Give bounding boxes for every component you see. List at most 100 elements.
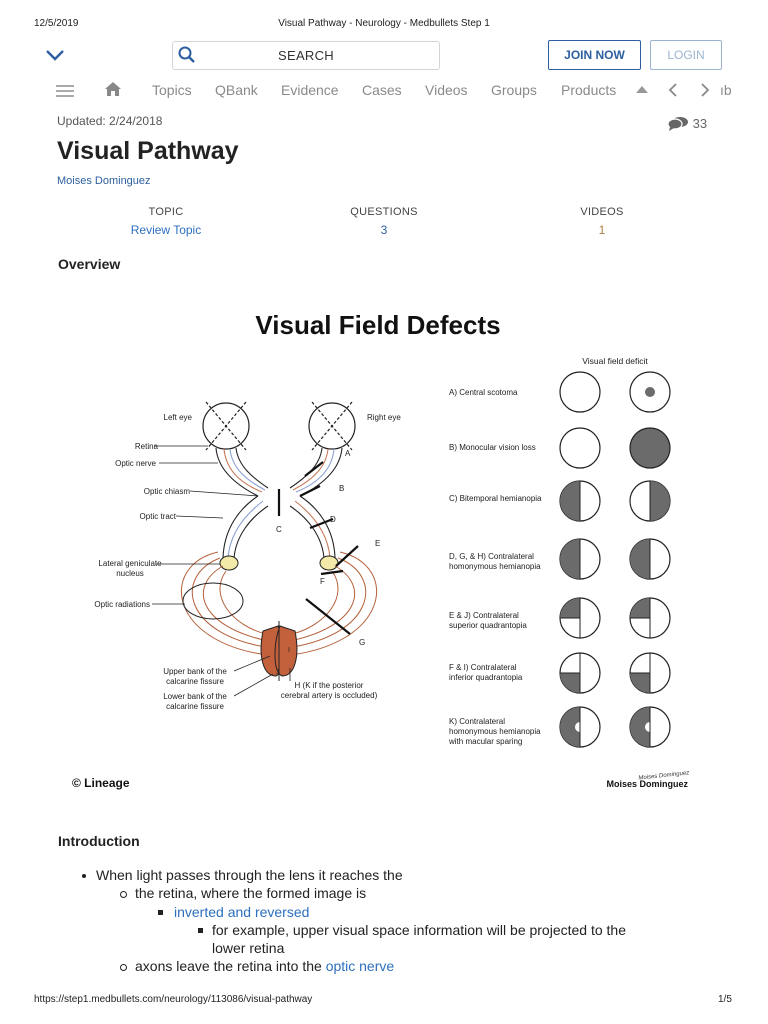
lesion-j: J [276,669,280,676]
label-upper-bank-2: calcarine fissure [166,677,224,686]
login-button[interactable]: LOGIN [650,40,722,70]
label-upper-bank-1: Upper bank of the [163,667,227,676]
right-lgn [319,555,339,571]
comment-count-value: 33 [692,116,708,131]
author-link[interactable]: Moises Dominguez [57,175,151,187]
label-optic-chiasm: Optic chiasm [144,487,191,496]
home-icon[interactable] [104,81,122,97]
lesion-e: E [375,539,380,548]
defect-row-f: F & I) Contralateral inferior quadrantop… [449,652,671,694]
comments-icon [667,117,688,131]
search-icon [178,46,195,63]
nav-item-videos[interactable]: Videos [425,82,468,98]
svg-text:C) Bitemporal hemianopia: C) Bitemporal hemianopia [449,494,542,503]
lesion-g: G [359,638,365,647]
hamburger-menu-icon[interactable] [56,84,74,98]
nav-item-products[interactable]: Products [561,82,617,98]
bullet-square [198,928,203,933]
bullet-1-2: axons leave the retina into the optic ne… [135,958,394,974]
label-lower-bank-1: Lower bank of the [163,692,227,701]
link-optic-nerve[interactable]: optic nerve [325,958,395,974]
introduction-heading: Introduction [58,833,140,849]
stat-videos-value[interactable]: 1 [598,223,606,237]
right-eye [308,401,356,451]
stat-topic-heading: TOPIC [148,206,184,218]
join-now-button[interactable]: JOIN NOW [548,40,641,70]
svg-text:K) Contralateral: K) Contralateral [449,717,505,726]
stat-questions-heading: QUESTIONS [350,206,418,218]
label-retina: Retina [135,442,159,451]
author-signature: Moises Dominguez [638,770,689,781]
bullet-circle [120,964,127,971]
bullet-1: When light passes through the lens it re… [96,867,403,883]
nav-item-groups[interactable]: Groups [491,82,537,98]
bullet-1-2-text: axons leave the retina into the [135,958,326,974]
lesion-a: A [345,449,351,458]
right-occipital [274,625,298,677]
optic-radiations [181,551,377,657]
svg-text:inferior quadrantopia: inferior quadrantopia [449,673,523,682]
svg-text:A) Central scotoma: A) Central scotoma [449,388,518,397]
label-lgn-2: nucleus [116,569,144,578]
credit-author: Moises Dominguez [606,779,688,789]
caret-up-icon[interactable] [636,85,648,93]
nav-item-overflow[interactable]: ıb [720,82,732,98]
svg-text:D, G, & H) Contralateral: D, G, & H) Contralateral [449,552,534,561]
bullet-dot [82,874,86,878]
label-lgn-1: Lateral geniculate [98,559,162,568]
bullet-1-1-1-1a: for example, upper visual space informat… [212,922,626,938]
label-h-2: cerebral artery is occluded) [281,691,378,700]
nav-item-cases[interactable]: Cases [362,82,402,98]
defect-row-c: C) Bitemporal hemianopia [449,480,671,522]
updated-date: Updated: 2/24/2018 [57,114,163,128]
search-label: SEARCH [278,48,334,63]
label-optic-tract: Optic tract [140,512,177,521]
bullet-square [158,910,163,915]
left-eye [202,401,250,451]
lesion-i: I [288,647,290,654]
page-title: Visual Pathway [57,137,239,165]
defect-row-k: K) Contralateral homonymous hemianopia w… [448,706,671,748]
bullet-circle [120,891,127,898]
stat-topic-value[interactable]: Review Topic [130,223,202,237]
bullet-1-1: the retina, where the formed image is [135,885,367,901]
chevron-right-icon[interactable] [700,83,710,97]
svg-text:B) Monocular vision loss: B) Monocular vision loss [449,443,536,452]
chevron-left-icon[interactable] [668,83,678,97]
link-inverted-reversed[interactable]: inverted and reversed [174,904,310,920]
defect-row-a: A) Central scotoma [449,371,671,413]
label-optic-radiations: Optic radiations [94,600,150,609]
stat-questions-value[interactable]: 3 [380,223,388,237]
search-box[interactable]: SEARCH [172,41,440,70]
print-url: https://step1.medbullets.com/neurology/1… [34,994,313,1005]
svg-text:homonymous hemianopia: homonymous hemianopia [449,727,541,736]
comment-count[interactable]: 33 [667,116,707,131]
svg-text:F & I) Contralateral: F & I) Contralateral [449,663,517,672]
label-lower-bank-2: calcarine fissure [166,702,224,711]
defect-row-e: E & J) Contralateral superior quadrantop… [449,597,671,639]
nav-item-qbank[interactable]: QBank [215,82,258,98]
visual-field-defects-figure: Visual Field Defects Visual field defici… [58,296,710,801]
lesion-d: D [330,515,336,524]
defect-row-b: B) Monocular vision loss [449,427,671,469]
lesion-c: C [276,525,282,534]
stat-videos-heading: VIDEOS [580,206,624,218]
credit-lineage: © Lineage [72,776,130,790]
nav-item-evidence[interactable]: Evidence [281,82,339,98]
chevron-down-icon[interactable] [44,44,66,66]
figure-title: Visual Field Defects [255,310,500,340]
lesion-f: F [320,577,325,586]
bullet-1-1-1-1b: lower retina [212,940,285,956]
nav-item-topics[interactable]: Topics [152,82,192,98]
print-date: 12/5/2019 [34,18,79,29]
label-h-1: H (K if the posterior [295,681,364,690]
overview-heading: Overview [58,256,121,272]
main-nav: Topics QBank Evidence Cases Videos Group… [0,80,768,102]
svg-text:E & J) Contralateral: E & J) Contralateral [449,611,519,620]
deficit-header: Visual field deficit [582,356,648,366]
label-optic-nerve: Optic nerve [115,459,156,468]
svg-text:with macular sparing: with macular sparing [448,737,522,746]
right-eye-label: Right eye [367,413,401,422]
lesion-b: B [339,484,344,493]
defect-row-d: D, G, & H) Contralateral homonymous hemi… [449,538,671,580]
